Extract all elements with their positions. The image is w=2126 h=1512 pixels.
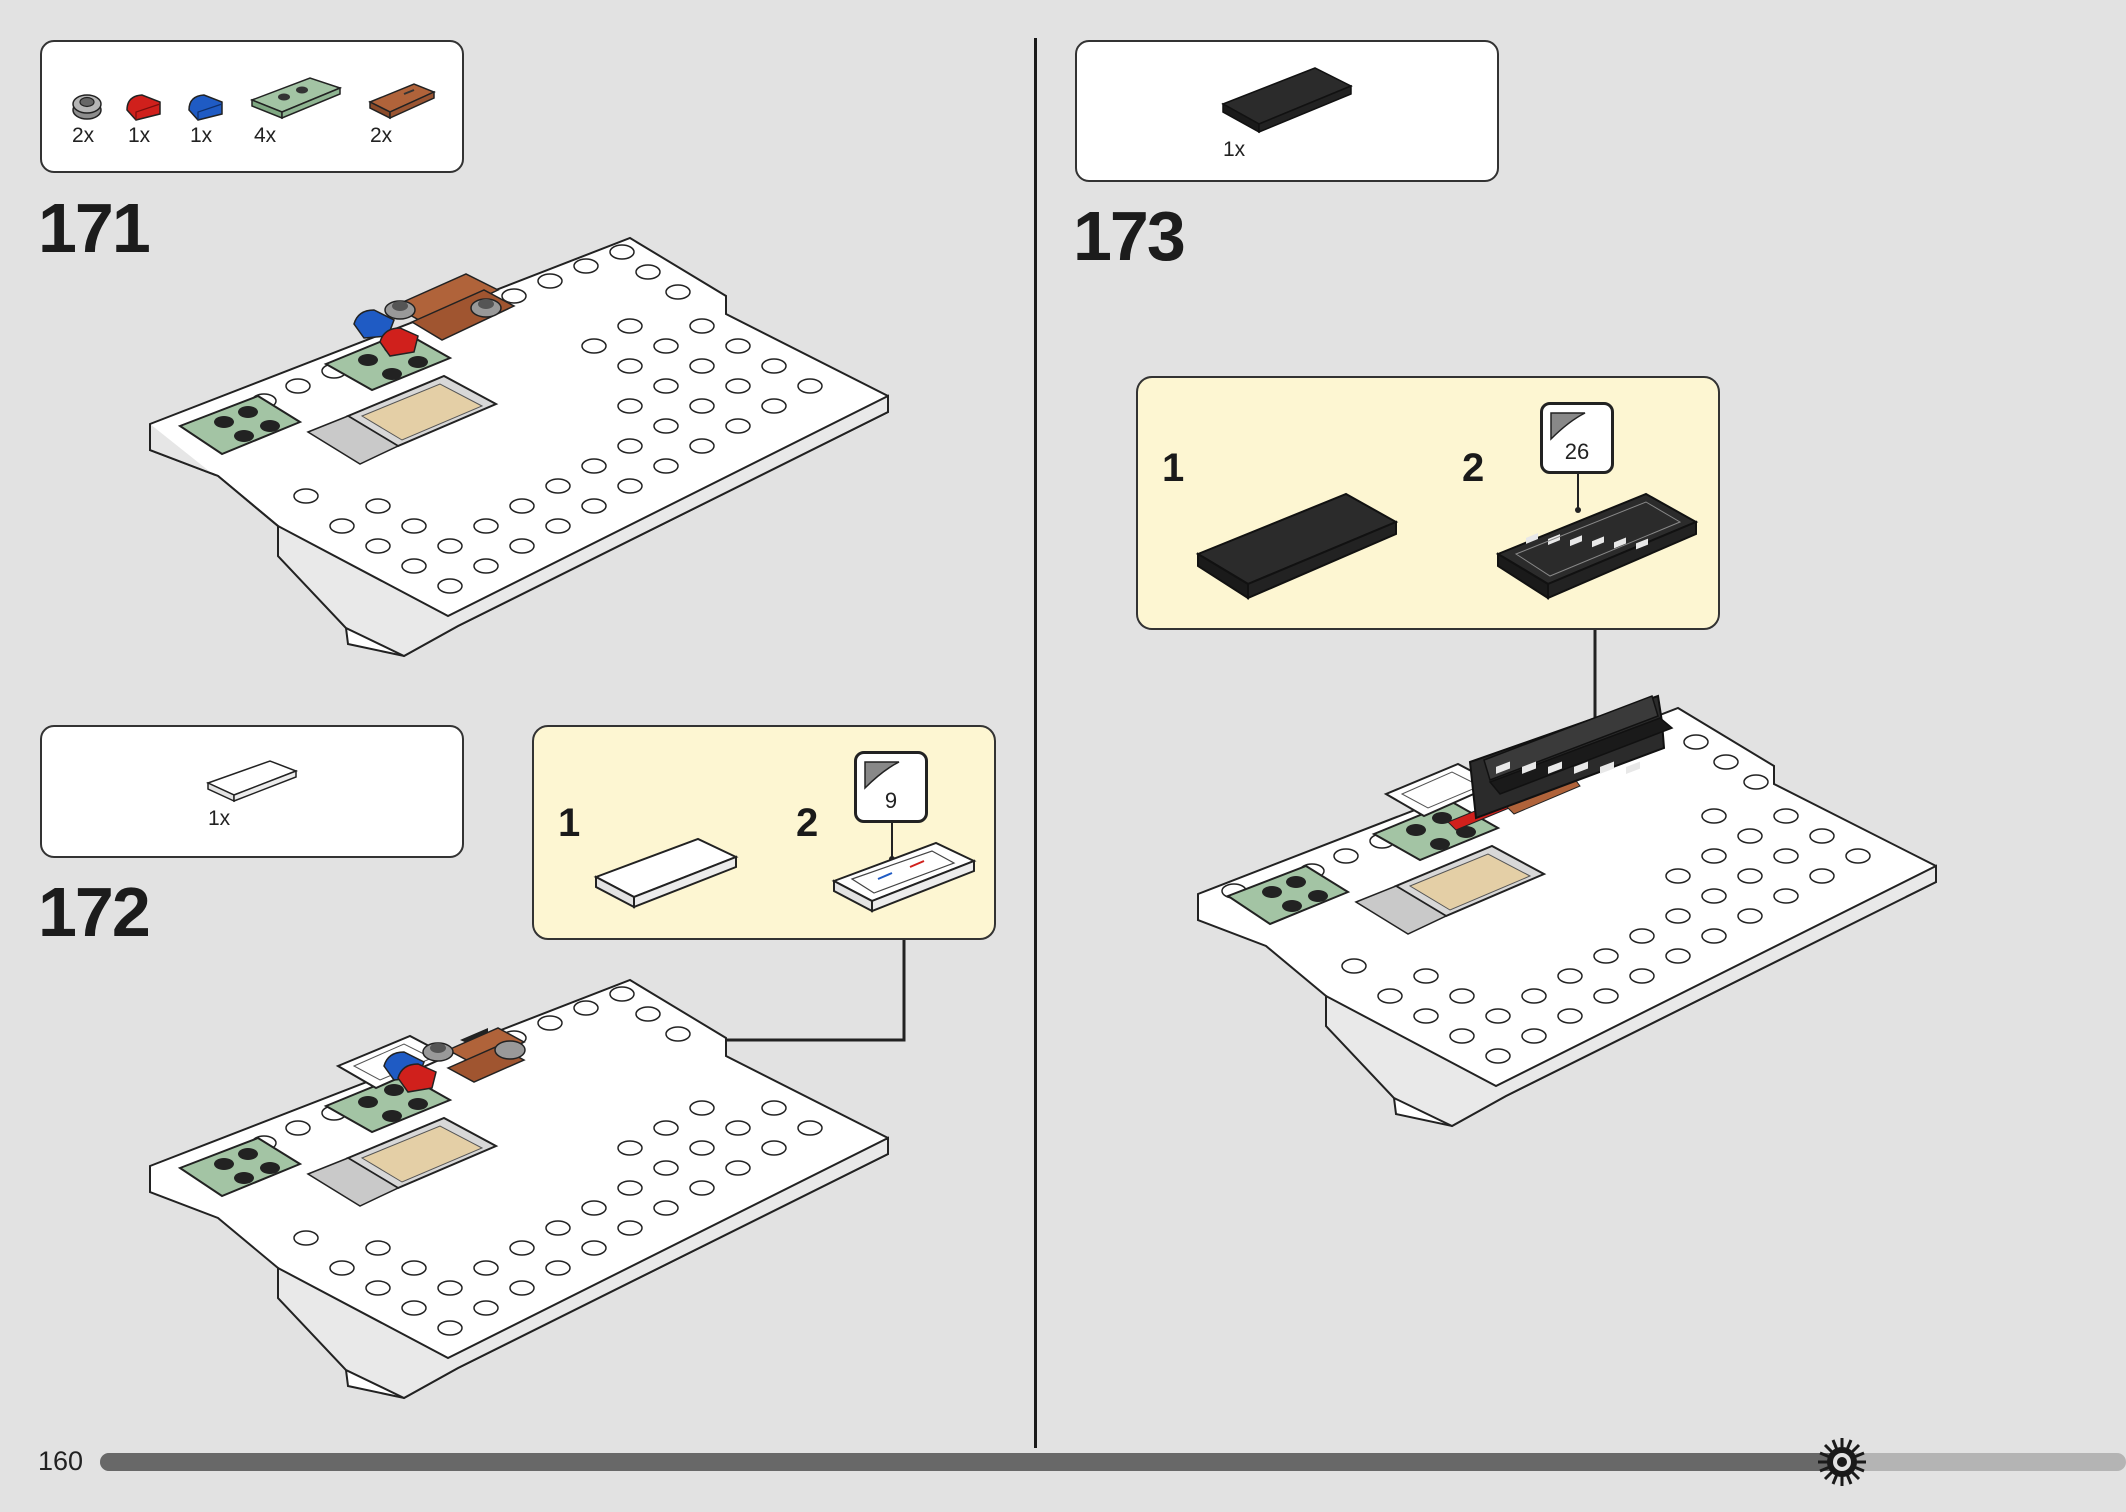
step-173-parts-box: 1x	[1075, 40, 1499, 182]
part-qty: 1x	[190, 124, 213, 147]
sticker-number: 26	[1564, 439, 1590, 464]
black-tile-icon	[1195, 492, 1399, 600]
substep-label: 2	[1462, 446, 1485, 490]
step-171-parts-box: 2x 1x 1x 4x 2x	[40, 40, 464, 173]
part-qty: 2x	[72, 124, 95, 147]
sticker-peel-icon	[1550, 412, 1586, 441]
part-qty: 2x	[370, 124, 393, 147]
progress-bar-fill	[100, 1453, 1842, 1471]
step-number: 171	[38, 189, 151, 267]
page-number: 160	[38, 1446, 84, 1476]
part-qty: 4x	[254, 124, 277, 147]
page-divider	[1034, 38, 1037, 1448]
blue-slope-icon	[188, 94, 223, 121]
step-number: 173	[1073, 197, 1186, 275]
substep-label: 1	[1162, 446, 1185, 490]
model-assembly-step-171	[149, 236, 889, 658]
model-assembly-step-173	[1197, 694, 1937, 1128]
stickered-black-tile-icon	[1495, 492, 1699, 600]
model-assembly-step-172	[149, 978, 889, 1400]
round-grey-plate-icon	[72, 94, 102, 120]
substep-label: 2	[796, 801, 819, 845]
white-tile-icon	[593, 837, 739, 909]
step-number: 172	[38, 873, 151, 951]
sticker-pointer-line	[1575, 472, 1581, 513]
sticker-number: 9	[884, 788, 898, 813]
gear-icon	[1818, 1438, 1866, 1486]
substep-label: 1	[558, 801, 581, 845]
step-173-callout: 1 2 26	[1136, 376, 1720, 630]
part-qty: 1x	[1223, 138, 1246, 161]
sticker-callout: 9	[854, 751, 928, 823]
stickered-tile-icon	[831, 841, 977, 913]
red-slope-icon	[126, 94, 161, 121]
step-172-callout: 1 2 9	[532, 725, 996, 940]
black-tile-icon	[1221, 67, 1353, 134]
white-tile-icon	[206, 760, 299, 803]
sand-green-plate-icon	[249, 77, 343, 120]
brown-tile-icon	[368, 83, 436, 120]
part-qty: 1x	[128, 124, 151, 147]
sticker-peel-icon	[864, 761, 900, 790]
sticker-callout: 26	[1540, 402, 1614, 474]
part-qty: 1x	[208, 807, 231, 830]
step-172-parts-box: 1x	[40, 725, 464, 858]
